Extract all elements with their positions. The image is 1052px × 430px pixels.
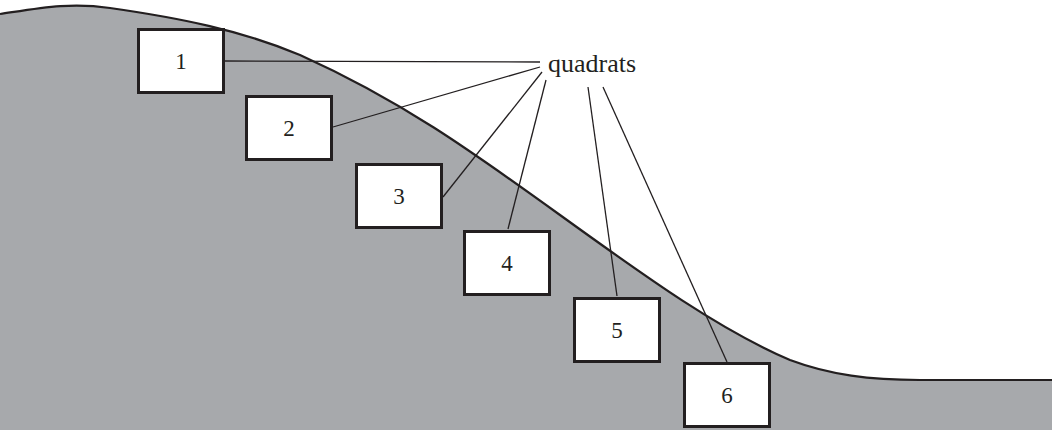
hill-surface <box>0 6 1052 380</box>
quadrat-box: 1 <box>137 28 225 94</box>
quadrat-number: 1 <box>175 50 187 73</box>
leader-line <box>588 87 617 296</box>
leader-line <box>443 72 542 197</box>
quadrat-number: 5 <box>611 319 623 342</box>
quadrat-box: 5 <box>573 297 661 363</box>
quadrat-box: 4 <box>463 230 551 296</box>
quadrat-box: 6 <box>683 362 771 428</box>
quadrat-number: 3 <box>393 185 405 208</box>
leader-line <box>333 67 540 127</box>
quadrat-number: 6 <box>721 384 733 407</box>
quadrat-number: 4 <box>501 252 513 275</box>
quadrat-box: 3 <box>355 163 443 229</box>
leader-line <box>225 61 540 62</box>
quadrat-number: 2 <box>283 117 295 140</box>
leader-line <box>508 80 546 229</box>
leader-line <box>603 87 727 362</box>
callout-label: quadrats <box>548 50 636 79</box>
hill-ground <box>0 6 1052 430</box>
leader-lines <box>225 61 727 362</box>
quadrat-box: 2 <box>245 95 333 161</box>
